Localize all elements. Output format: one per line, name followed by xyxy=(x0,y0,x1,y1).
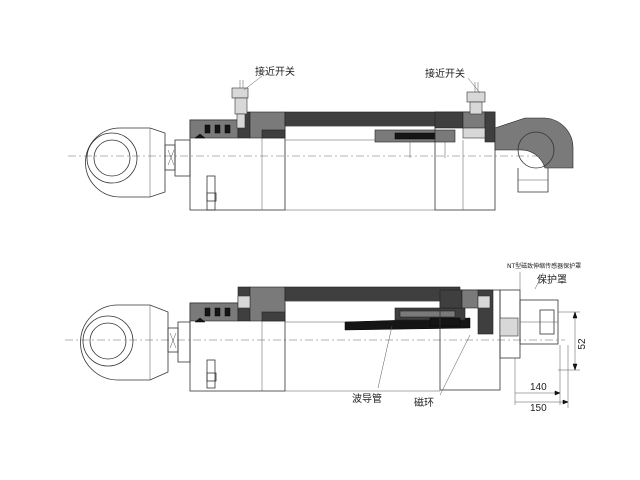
bottom-rod xyxy=(177,321,191,363)
waveguide-label: 波导管 xyxy=(352,392,382,405)
bottom-magnet-ring xyxy=(399,310,461,327)
dim-height-value: 52 xyxy=(577,338,588,350)
top-rod xyxy=(174,139,191,177)
bottom-sensor-cover xyxy=(499,272,559,359)
top-rear-clevis xyxy=(494,117,574,193)
protective-cover-label: 保护罩 xyxy=(537,273,567,286)
bottom-cylinder: 52 140 150 NT型磁致伸缩传感器保护罩 保护罩 波导管 磁环 xyxy=(65,262,588,414)
top-rear-head xyxy=(434,111,496,211)
sensor-cover-note: NT型磁致伸缩传感器保护罩 xyxy=(507,262,581,270)
top-barrel xyxy=(284,111,436,211)
magnet-ring-label: 磁环 xyxy=(414,396,434,409)
bottom-front-head xyxy=(189,286,286,392)
bottom-barrel xyxy=(284,286,461,392)
dim-length: 140 150 xyxy=(514,345,569,414)
top-rod-eye xyxy=(85,127,176,198)
top-piston xyxy=(374,129,456,158)
bottom-rear-head xyxy=(439,289,501,391)
dim-height: 52 xyxy=(558,311,588,371)
top-switch-label-left: 接近开关 xyxy=(255,65,295,78)
leader-waveguide xyxy=(377,325,393,389)
leader-magnet xyxy=(439,334,471,396)
top-switch-label-right: 接近开关 xyxy=(425,67,465,80)
dim-length-inner: 140 xyxy=(530,382,547,393)
dim-length-outer: 150 xyxy=(530,403,547,414)
top-proximity-switch-right xyxy=(466,77,486,115)
bottom-rod-eye xyxy=(80,304,179,381)
top-cylinder: 接近开关 接近开关 xyxy=(68,65,574,211)
top-proximity-switch-left xyxy=(231,75,263,129)
